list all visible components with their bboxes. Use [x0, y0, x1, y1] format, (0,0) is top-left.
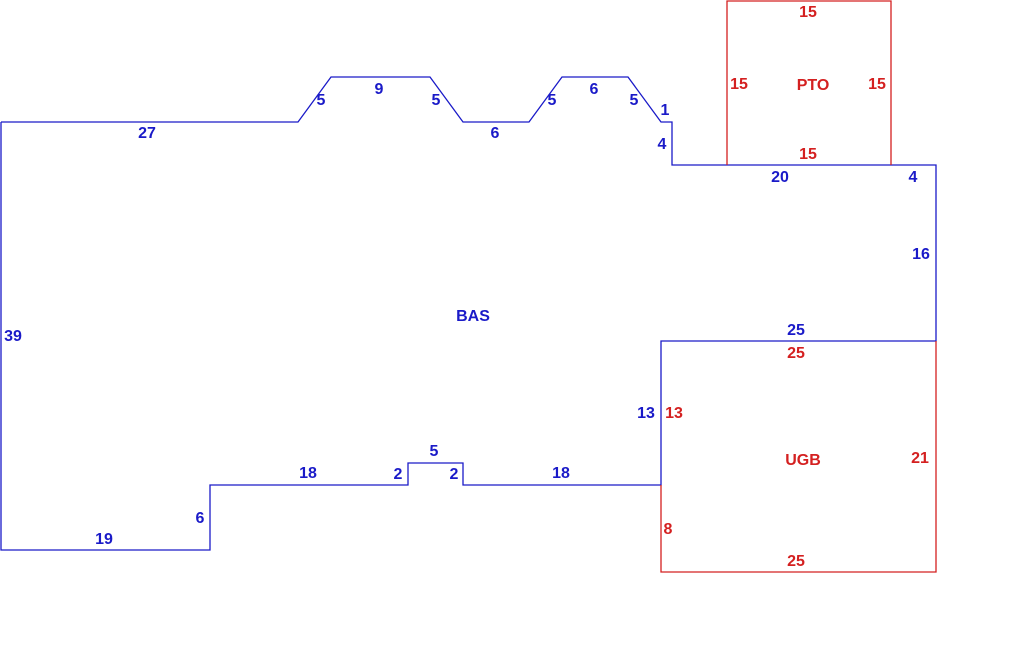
ugb-dim-top: 25 [787, 345, 805, 362]
bas-dim-step-down: 4 [658, 136, 667, 153]
bas-dim-right: 16 [912, 246, 930, 263]
bas-outline [0, 76, 937, 551]
bas-dim-bump2-left: 5 [548, 92, 557, 109]
bas-dim-bump2-right: 5 [630, 92, 639, 109]
bas-dim-bottom-left: 19 [95, 531, 113, 548]
bas-dim-notch-right: 2 [450, 466, 459, 483]
bas-dim-left: 39 [4, 328, 22, 345]
bas-dim-top-right: 4 [909, 169, 918, 186]
ugb-dim-bottom: 25 [787, 553, 805, 570]
pto-dim-right: 15 [868, 76, 886, 93]
bas-dim-notch-left: 2 [394, 466, 403, 483]
bas-dim-notch-top: 5 [430, 443, 439, 460]
bas-dim-shared-ugb-side: 13 [637, 405, 655, 422]
bas-dim-step-up: 6 [196, 510, 205, 527]
pto-area-label: PTO [797, 77, 830, 94]
bas-dim-step-diag: 1 [661, 102, 670, 119]
bas-area-label: BAS [456, 308, 490, 325]
ugb-area-label: UGB [785, 452, 821, 469]
bas-dim-bump1-top: 9 [375, 81, 384, 98]
bas-dim-shared-ugb-top: 25 [787, 322, 805, 339]
pto-dim-top: 15 [799, 4, 817, 21]
pto-dim-bottom: 15 [799, 146, 817, 163]
bas-dim-bottom-mid: 18 [299, 465, 317, 482]
bas-dim-bottom-right: 18 [552, 465, 570, 482]
bas-dim-top-under-pto: 20 [771, 169, 789, 186]
pto-dim-left: 15 [730, 76, 748, 93]
pto-outline [726, 0, 892, 165]
bas-dim-bump1-right: 5 [432, 92, 441, 109]
bas-dim-bump2-top: 6 [590, 81, 599, 98]
ugb-outline [660, 341, 937, 573]
bas-dim-bump1-left: 5 [317, 92, 326, 109]
bas-dim-top-left: 27 [138, 125, 156, 142]
ugb-dim-right: 21 [911, 450, 929, 467]
bas-dim-between-bumps: 6 [491, 125, 500, 142]
ugb-dim-left-lower: 8 [664, 521, 673, 538]
ugb-dim-left-upper: 13 [665, 405, 683, 422]
